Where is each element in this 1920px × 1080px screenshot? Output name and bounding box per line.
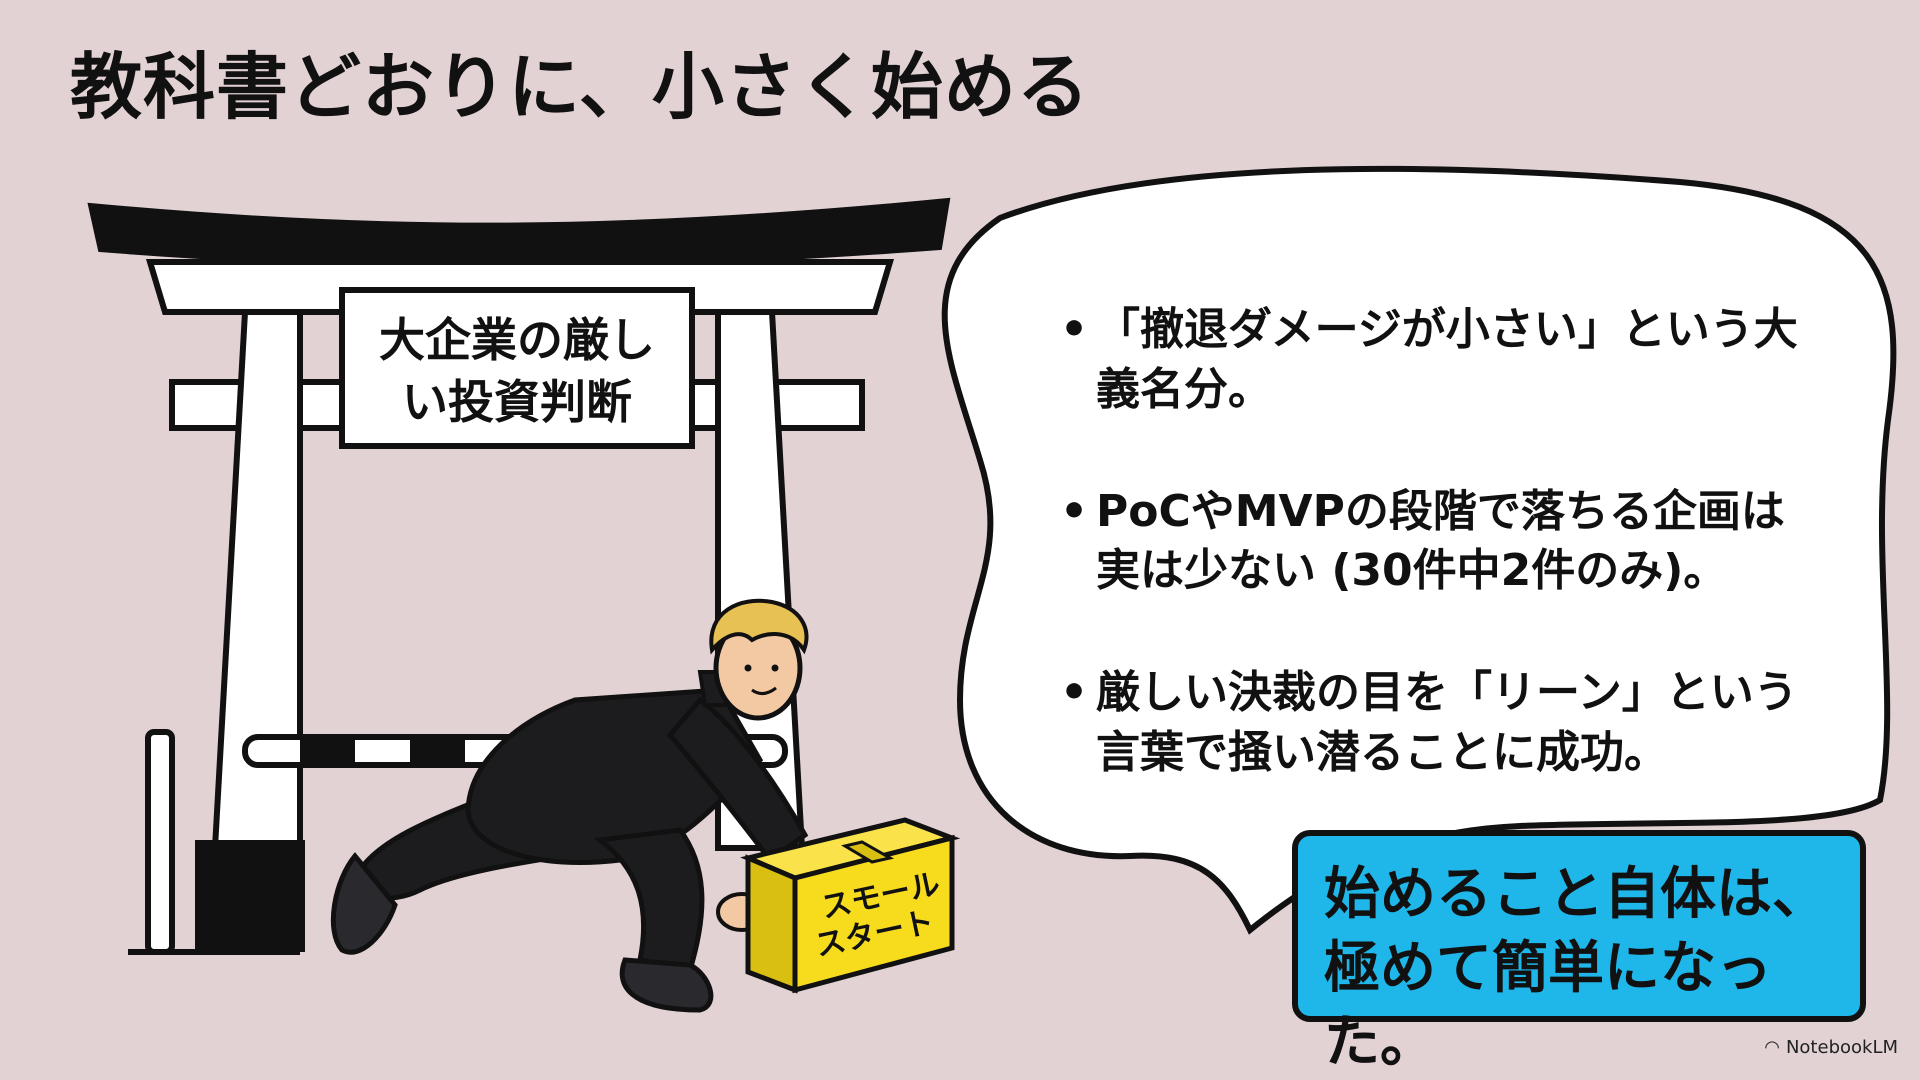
notebooklm-logo-icon: ◠ (1764, 1036, 1780, 1058)
man-front-leg (593, 827, 705, 973)
crouching-man (330, 598, 809, 1013)
bullet-list: 「撤退ダメージが小さい」という大義名分。 PoCやMVPの段階で落ちる企画は実は… (1060, 300, 1820, 845)
man-front-shoe (619, 957, 714, 1013)
bullet-item: 厳しい決裁の目を「リーン」という言葉で掻い潜ることに成功。 (1060, 663, 1820, 783)
torii-gate (87, 197, 951, 955)
small-start-box: スモール スタート (740, 817, 961, 994)
bullet-item: PoCやMVPの段階で落ちる企画は実は少ない (30件中2件のみ)。 (1060, 482, 1820, 602)
man-hair (709, 598, 809, 655)
gate-sign-line2: い投資判断 (402, 375, 632, 429)
barrier-post (145, 729, 175, 955)
brand-name: NotebookLM (1785, 1037, 1898, 1058)
callout-box: 始めること自体は、 極めて簡単になった。 (1292, 830, 1866, 1075)
gate-sign: 大企業の厳し い投資判断 (339, 287, 695, 449)
torii-left-base (195, 840, 305, 952)
man-back-shoe (330, 852, 398, 955)
bullet-item: 「撤退ダメージが小さい」という大義名分。 (1060, 300, 1820, 420)
brand-watermark: ◠ NotebookLM (1764, 1037, 1898, 1058)
torii-top-beam (87, 197, 951, 269)
gate-sign-line1: 大企業の厳し (379, 313, 655, 367)
slide-title: 教科書どおりに、小さく始める (70, 45, 1090, 129)
